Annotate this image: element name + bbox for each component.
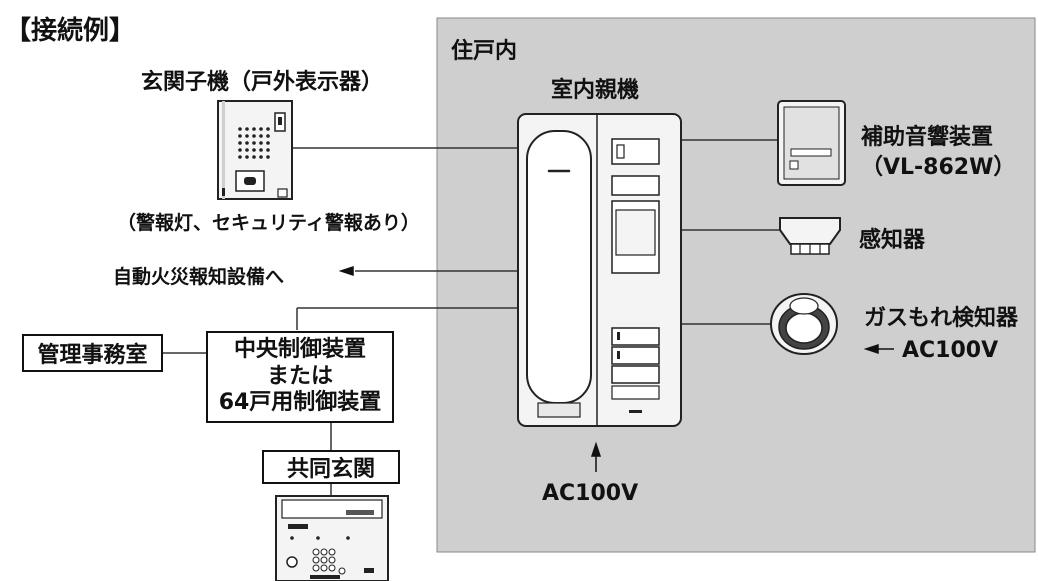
central-control-line1: 中央制御装置 <box>233 336 366 362</box>
gas-detector-power-label: AC100V <box>902 338 999 363</box>
speaker-device <box>777 100 846 186</box>
entrance-unit-note: （警報灯、セキュリティ警報あり） <box>117 212 420 234</box>
common-entrance-panel-device <box>275 495 389 581</box>
diagram-title: 【接続例】 <box>5 16 136 46</box>
speaker-label-line1: 補助音響装置 <box>861 125 994 150</box>
fire-alarm-label: 自動火災報知設備へ <box>113 266 285 288</box>
gas-power-arrowhead <box>863 343 879 355</box>
sensor-label: 感知器 <box>859 228 926 253</box>
arrows <box>338 265 894 472</box>
central-control-line3: 64戸用制御装置 <box>218 390 382 416</box>
sensor-device <box>779 217 841 255</box>
speaker-label-line2: （VL-862W） <box>861 155 1016 180</box>
indoor-area-label: 住戸内 <box>451 39 518 64</box>
master-station-device <box>517 113 682 427</box>
management-office-box: 管理事務室 <box>22 334 163 372</box>
master-unit-label: 室内親機 <box>551 78 640 103</box>
entrance-unit-label: 玄関子機（戸外表示器） <box>141 70 384 95</box>
central-control-box: 中央制御装置 または 64戸用制御装置 <box>206 331 394 423</box>
central-control-line2: または <box>266 363 333 389</box>
ac-power-arrowhead <box>590 441 602 457</box>
entrance-unit-device <box>217 100 293 200</box>
management-office-label: 管理事務室 <box>37 343 148 368</box>
common-entrance-box: 共同玄関 <box>262 450 400 484</box>
master-power-label: AC100V <box>542 481 639 506</box>
gas-detector-device <box>770 293 838 355</box>
fire-alarm-arrowhead <box>338 265 354 277</box>
speaker-grille <box>238 127 270 159</box>
connection-lines <box>163 139 780 496</box>
common-entrance-label: 共同玄関 <box>286 457 375 482</box>
gas-detector-label: ガスもれ検知器 <box>864 306 1019 331</box>
